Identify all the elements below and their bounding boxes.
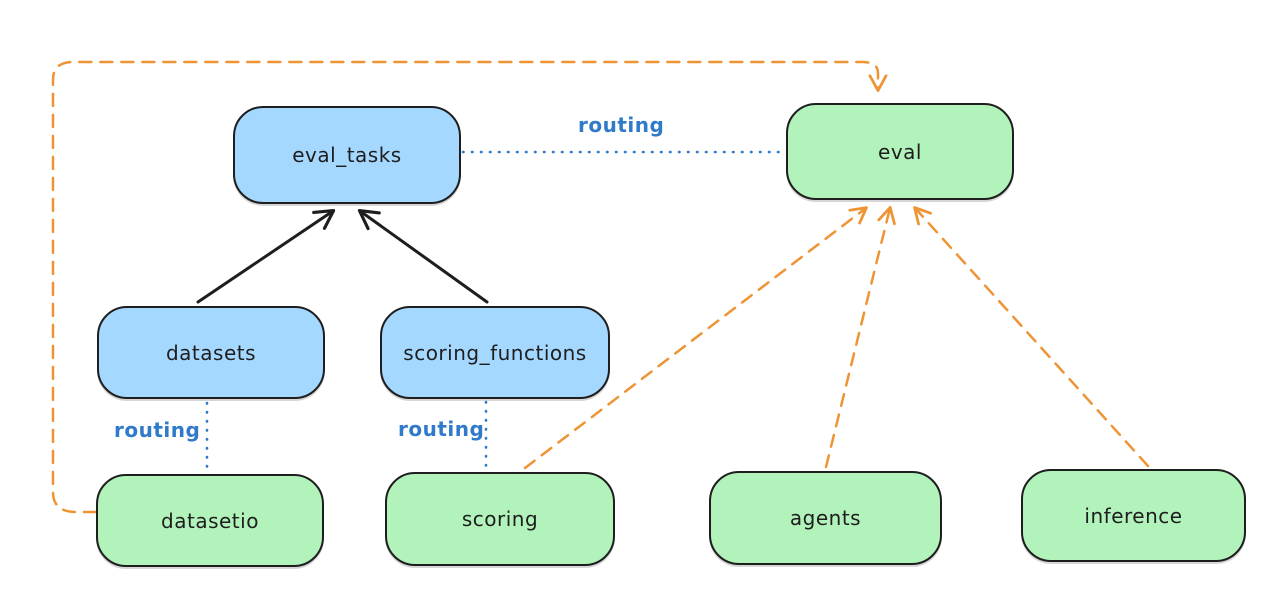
node-eval: eval	[786, 103, 1014, 200]
node-inference: inference	[1021, 469, 1246, 562]
node-scoring-functions-label: scoring_functions	[403, 340, 587, 365]
node-scoring-label: scoring	[461, 507, 539, 531]
node-scoring-functions: scoring_functions	[380, 306, 610, 399]
node-scoring: scoring	[385, 472, 615, 566]
routing-label-scoring-functions-scoring: routing	[398, 417, 485, 441]
node-inference-label: inference	[1084, 503, 1183, 528]
edge-scoring_functions-eval_tasks	[357, 209, 489, 304]
edge-inference-eval	[913, 206, 1150, 468]
routing-label-eval-tasks-eval: routing	[578, 113, 665, 137]
node-eval-tasks-label: eval_tasks	[292, 143, 402, 167]
routing-label-datasets-datasetio: routing	[114, 418, 201, 442]
node-agents-label: agents	[789, 506, 862, 530]
edge-datasets-eval_tasks	[196, 209, 336, 304]
node-eval-label: eval	[878, 139, 922, 164]
node-datasetio-label: datasetio	[161, 508, 259, 533]
node-datasetio: datasetio	[96, 474, 324, 567]
edge-agents-eval	[824, 205, 896, 469]
edge-scoring-eval	[523, 206, 868, 470]
node-datasets: datasets	[97, 306, 325, 399]
node-eval-tasks: eval_tasks	[233, 106, 461, 204]
node-datasets-label: datasets	[165, 340, 257, 365]
node-agents: agents	[709, 471, 942, 565]
